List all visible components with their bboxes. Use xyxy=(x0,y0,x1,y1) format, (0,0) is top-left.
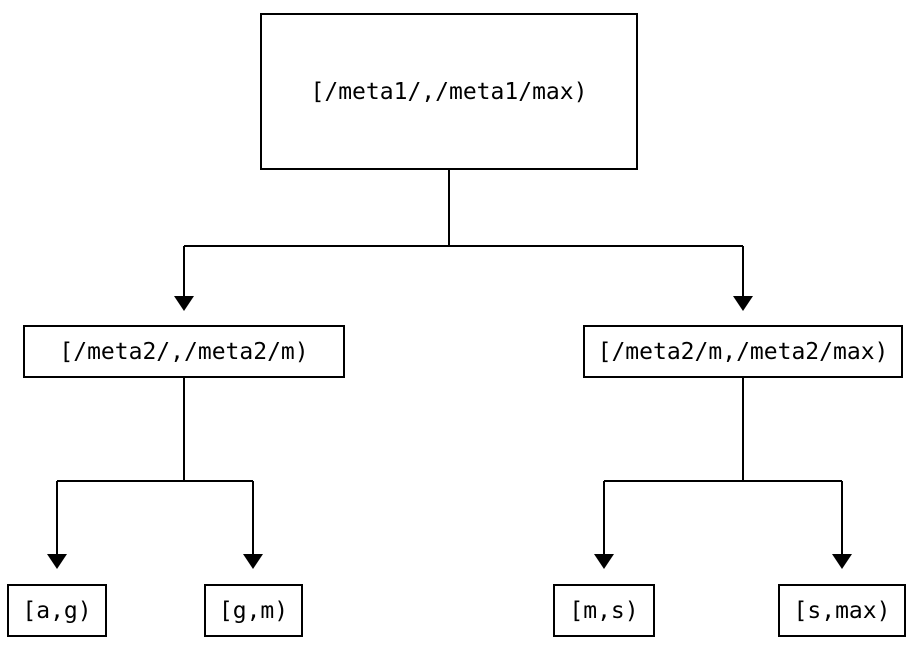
node-root-label: [/meta1/,/meta1/max) xyxy=(310,78,588,105)
arrowhead-leaf-smax xyxy=(832,554,852,569)
node-mid-left: [/meta2/,/meta2/m) xyxy=(23,325,345,378)
node-leaf-ms-label: [m,s) xyxy=(569,597,639,624)
arrowhead-leaf-gm xyxy=(243,554,263,569)
node-mid-right-label: [/meta2/m,/meta2/max) xyxy=(597,338,889,365)
node-leaf-ms: [m,s) xyxy=(553,584,655,637)
arrowhead-leaf-ms xyxy=(594,554,614,569)
node-leaf-smax: [s,max) xyxy=(778,584,906,637)
node-leaf-ag: [a,g) xyxy=(7,584,107,637)
node-mid-right: [/meta2/m,/meta2/max) xyxy=(583,325,903,378)
node-mid-left-label: [/meta2/,/meta2/m) xyxy=(59,338,309,365)
node-leaf-gm-label: [g,m) xyxy=(218,597,289,624)
node-leaf-gm: [g,m) xyxy=(204,584,303,637)
node-root: [/meta1/,/meta1/max) xyxy=(260,13,638,170)
arrowhead-leaf-ag xyxy=(47,554,67,569)
node-leaf-ag-label: [a,g) xyxy=(22,597,92,624)
arrowhead-mid-right xyxy=(733,296,753,311)
arrowhead-mid-left xyxy=(174,296,194,311)
node-leaf-smax-label: [s,max) xyxy=(793,597,891,624)
